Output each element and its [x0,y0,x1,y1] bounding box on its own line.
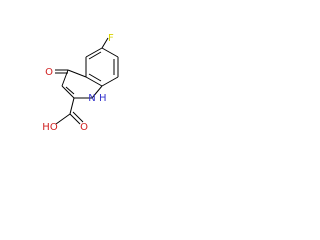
atom-label-acid-o: O [80,122,88,133]
atom-label-acid-oh: HO [42,122,58,133]
bond-c8a-c4a [85,76,103,87]
bond-c3-c2-inner [65,86,75,95]
atom-label-oxo-o: O [45,67,53,78]
bond-c2-cooh [69,97,75,115]
bond-cooh-o-a [69,113,81,125]
bond-c8a-c4a-inner [88,73,102,82]
bond-n1-c8a [91,85,103,99]
bond-cooh-oh [55,113,71,125]
atom-label-n: N [88,93,95,104]
bond-c5-c6 [85,47,103,58]
bond-c4a-c4 [67,69,87,78]
atom-label-f: F [108,33,114,44]
bond-c4-c3 [61,69,69,87]
bond-c6-c7 [101,47,119,58]
atom-label-nh-h: H [99,93,107,104]
structure-diagram: F O N H O HO [42,33,119,133]
bond-c6-f [101,37,109,49]
bond-cooh-o-b [72,111,84,123]
bond-c3-c2 [61,85,75,99]
bond-c8-c8a [101,76,119,87]
bonds [55,37,119,125]
bond-c5-c6-inner [88,51,102,60]
